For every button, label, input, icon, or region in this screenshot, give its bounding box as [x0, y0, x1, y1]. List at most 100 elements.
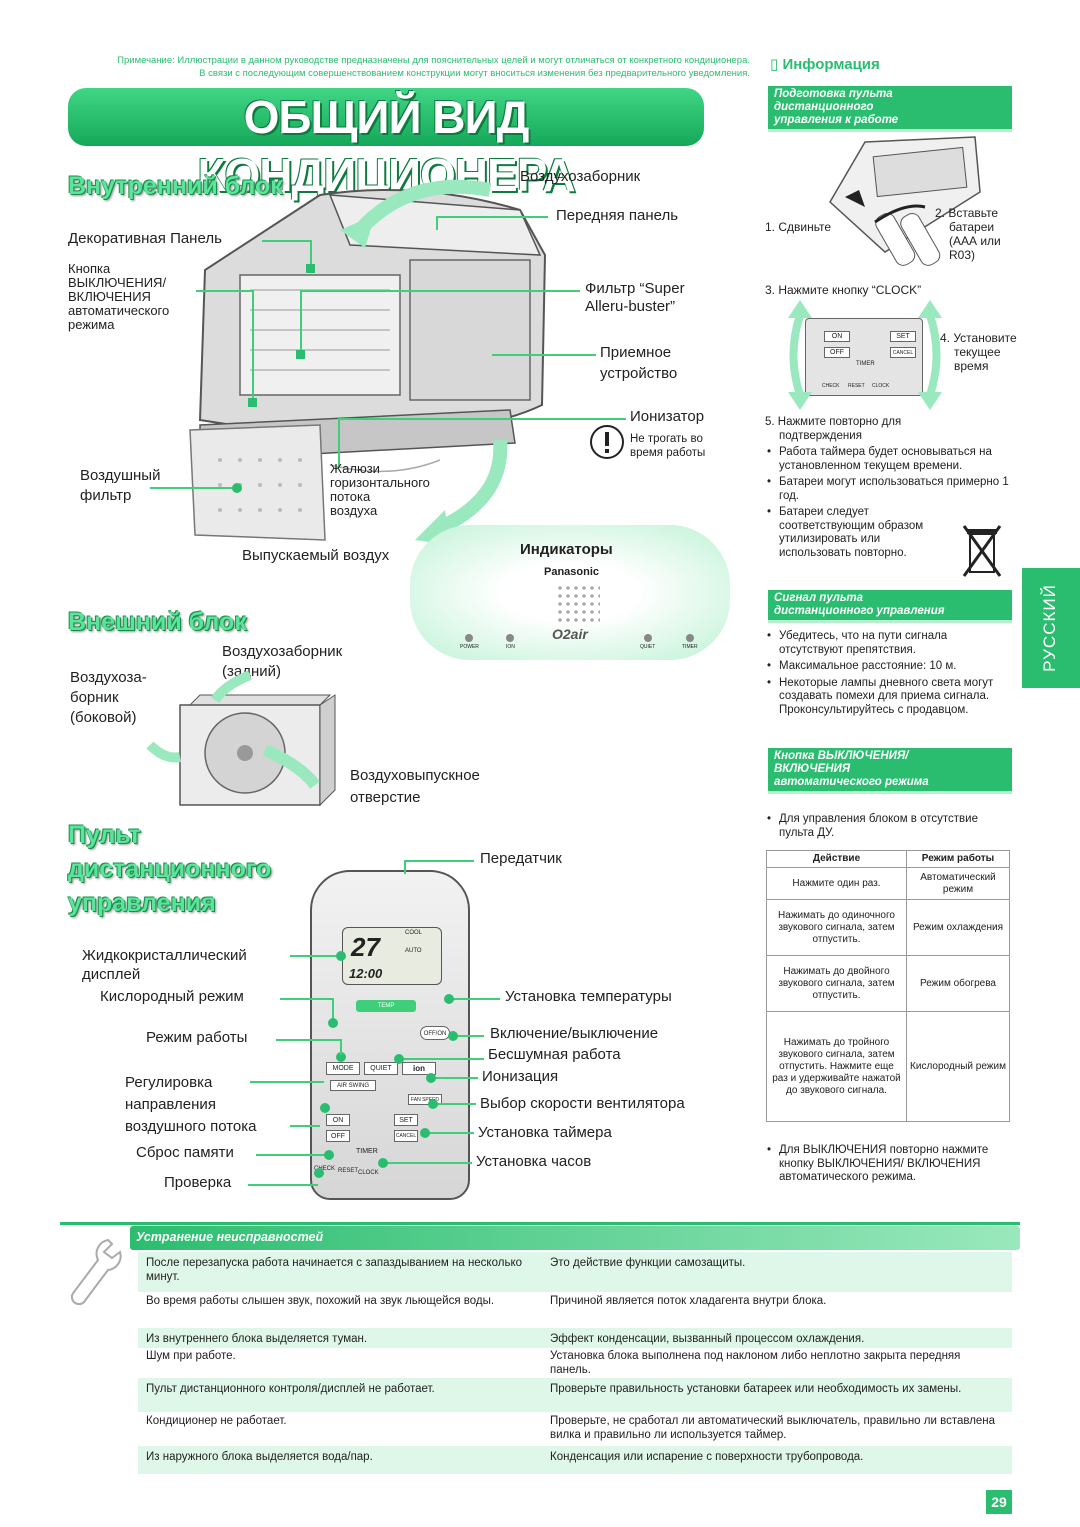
- info-square-icon: ▯: [770, 56, 779, 73]
- indicator-timer: TIMER: [682, 634, 698, 650]
- label-intake-side: Воздухоза- борник (боковой): [70, 669, 147, 726]
- label-onoff: Включение/выключение: [490, 1025, 659, 1042]
- remote-title: Пульт дистанционного управления: [68, 821, 272, 917]
- label-filter-super: Фильтр “Super Alleru-buster”: [585, 280, 685, 315]
- panel-off-button[interactable]: OFF: [824, 347, 850, 358]
- panel-on-button[interactable]: ON: [824, 331, 850, 342]
- label-timer-set: Установка таймера: [478, 1124, 612, 1141]
- outdoor-title: Внешний блок: [68, 608, 247, 636]
- label-oxygen-mode: Кислородный режим: [100, 988, 244, 1005]
- fan-speed-button[interactable]: FAN SPEED: [408, 1094, 442, 1105]
- timer-label: TIMER: [356, 1148, 378, 1155]
- label-check: Проверка: [164, 1174, 232, 1191]
- prep-header: Подготовка пульта дистанционного управле…: [768, 86, 1012, 132]
- indoor-title: Внутренний блок: [68, 172, 283, 200]
- speaker-grille: [556, 584, 600, 624]
- double-arrow-left: [788, 300, 812, 410]
- remote-timer-panel: ON OFF SET CANCEL TIMER CHECK RESET CLOC…: [805, 318, 923, 396]
- label-quiet: Бесшумная работа: [488, 1046, 621, 1063]
- step-2: 2. Вставьте батареи (ААА или R03): [935, 206, 1001, 262]
- info-steps-text: 5. Нажмите повторно для подтверждения Ра…: [765, 416, 1011, 560]
- label-mode: Режим работы: [146, 1029, 248, 1046]
- check-button[interactable]: CHECK: [314, 1166, 336, 1172]
- step-3: 3. Нажмите кнопку “CLOCK”: [765, 283, 922, 297]
- wrench-icon: [70, 1238, 122, 1306]
- trouble-row-6: Кондиционер не работает. Проверьте, не с…: [146, 1415, 996, 1441]
- label-fan-speed: Выбор скорости вентилятора: [480, 1095, 685, 1112]
- indicators-title: Индикаторы: [520, 541, 613, 558]
- step-4: 4. Установите текущее время: [940, 331, 1017, 373]
- label-air-filter: Воздушный фильтр: [80, 467, 161, 504]
- cancel-button[interactable]: CANCEL: [394, 1130, 418, 1142]
- label-ionization: Ионизация: [482, 1068, 559, 1085]
- mode-button[interactable]: MODE: [326, 1062, 360, 1075]
- trouble-header: [130, 1226, 1020, 1250]
- language-tab: РУССКИЙ: [1022, 568, 1080, 688]
- outdoor-unit-illustration: [146, 670, 336, 807]
- trouble-row-1: После перезапуска работа начинается с за…: [138, 1252, 1012, 1292]
- panel-set-button[interactable]: SET: [890, 331, 916, 342]
- off-text: Для ВЫКЛЮЧЕНИЯ повторно нажмите кнопку В…: [765, 1144, 1011, 1185]
- remote-control: 27 12:00 COOL AUTO TEMP OFF/ON MODE QUIE…: [310, 870, 470, 1200]
- label-temp-set: Установка температуры: [505, 988, 672, 1005]
- brand-logo: Panasonic: [544, 566, 600, 578]
- label-reset: Сброс памяти: [136, 1144, 234, 1161]
- label-transmitter: Передатчик: [480, 850, 562, 867]
- auto-mode-table: Действие Режим работы Нажмите один раз.А…: [766, 850, 1010, 1122]
- indicator-quiet: QUIET: [640, 634, 655, 650]
- signal-header: Сигнал пульта дистанционного управления: [768, 590, 1012, 623]
- timer-on-button[interactable]: ON: [326, 1114, 350, 1126]
- remote-lcd: 27 12:00 COOL AUTO: [342, 927, 442, 985]
- trouble-row-4: Шум при работе. Установка блока выполнен…: [146, 1350, 961, 1376]
- label-air-intake: Воздухозаборник: [520, 168, 641, 185]
- page-number: 29: [986, 1490, 1012, 1514]
- quiet-button[interactable]: QUIET: [364, 1062, 398, 1075]
- panel-reset-button[interactable]: RESET: [848, 383, 865, 389]
- trouble-row-5: Пульт дистанционного контроля/дисплей не…: [138, 1378, 1012, 1412]
- label-auto-button: Кнопка ВЫКЛЮЧЕНИЯ/ ВКЛЮЧЕНИЯ автоматичес…: [68, 261, 170, 332]
- label-outdoor-outlet: Воздуховыпускное отверстие: [350, 767, 480, 806]
- trouble-row-7: Из наружного блока выделяется вода/пар. …: [138, 1446, 1012, 1474]
- reset-button[interactable]: RESET: [338, 1168, 359, 1174]
- disclaimer-line-1: Примечание: Иллюстрации в данном руковод…: [117, 55, 750, 66]
- indoor-unit-illustration: [189, 189, 547, 541]
- battery-illustration: [829, 136, 981, 266]
- label-louver: Жалюзи горизонтального потока воздуха: [330, 461, 430, 518]
- double-arrow-right: [918, 300, 942, 410]
- label-clock-set: Установка часов: [476, 1153, 592, 1170]
- label-outlet-air: Выпускаемый воздух: [242, 547, 390, 564]
- label-decor-panel: Декоративная Панель: [68, 230, 222, 247]
- disclaimer-note: Примечание: Иллюстрации в данном руковод…: [40, 54, 750, 80]
- o2air-logo: O2air: [552, 626, 588, 642]
- auto-header: Кнопка ВЫКЛЮЧЕНИЯ/ ВКЛЮЧЕНИЯ автоматичес…: [768, 748, 1012, 794]
- panel-clock-button[interactable]: CLOCK: [872, 383, 890, 389]
- disclaimer-line-2: В связи с последующим совершенствованием…: [199, 68, 750, 79]
- label-ionizer: Ионизатор: [630, 408, 705, 425]
- air-swing-button[interactable]: AIR SWING: [330, 1080, 376, 1091]
- timer-off-button[interactable]: OFF: [326, 1130, 350, 1142]
- step-1: 1. Сдвиньте: [765, 220, 832, 234]
- label-receiver: Приемное устройство: [600, 344, 678, 382]
- indicator-power: POWER: [460, 634, 479, 650]
- label-no-touch: Не трогать во время работы: [630, 433, 706, 459]
- ion-button[interactable]: ion: [402, 1062, 436, 1075]
- set-button[interactable]: SET: [394, 1114, 418, 1126]
- trouble-row-2: Во время работы слышен звук, похожий на …: [146, 1295, 827, 1307]
- signal-text: Убедитесь, что на пути сигнала отсутству…: [765, 630, 1011, 717]
- temp-button[interactable]: TEMP: [356, 1000, 416, 1012]
- clock-button[interactable]: CLOCK: [358, 1170, 379, 1176]
- airflow-arrow-top: [340, 179, 492, 248]
- main-title: ОБЩИЙ ВИД КОНДИЦИОНЕРА: [68, 88, 704, 201]
- warning-icon: [590, 425, 624, 464]
- label-direction: Регулировка направления воздушного поток…: [125, 1074, 257, 1135]
- info-title: ▯ Информация: [770, 56, 880, 73]
- no-trash-icon: [962, 525, 1002, 577]
- auto-text: Для управления блоком в отсутствие пульт…: [765, 813, 1011, 840]
- trouble-title: Устранение неисправностей: [136, 1230, 324, 1244]
- panel-timer-label: TIMER: [856, 361, 875, 367]
- panel-check-button[interactable]: CHECK: [822, 383, 840, 389]
- panel-cancel-button[interactable]: CANCEL: [890, 347, 916, 358]
- trouble-row-3: Из внутреннего блока выделяется туман. Э…: [138, 1328, 1012, 1348]
- offon-button[interactable]: OFF/ON: [420, 1026, 450, 1040]
- label-front-panel: Передняя панель: [556, 207, 679, 224]
